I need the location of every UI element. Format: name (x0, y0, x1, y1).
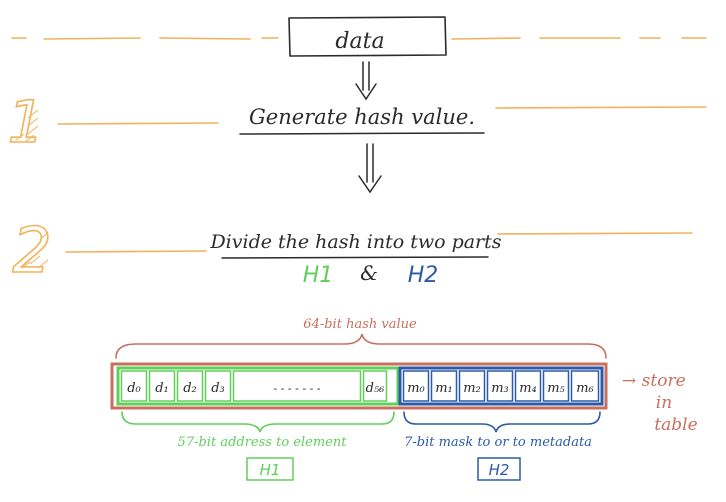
step-2-text: Divide the hash into two parts (209, 231, 501, 253)
h2-tag-box (477, 457, 521, 481)
h1-cells: d₀ d₁ d₂ d₃ - - - - - - - d₅₆ (120, 370, 388, 402)
h2-segment-frame (398, 366, 604, 406)
h1-cell-3: d₃ (204, 370, 232, 402)
h1-cell-0-box (120, 370, 148, 402)
h2-cell-1: m₁ (430, 370, 458, 402)
store-note: → store in table (622, 371, 698, 435)
h1-cell-1: d₁ (148, 370, 176, 402)
h2-segment: m₀ m₁ m₂ m₃ m₄ m₅ m₆ (398, 366, 604, 406)
h2-cell-5-box (542, 370, 570, 402)
h1-cell-4: - - - - - - - (232, 370, 362, 402)
step-2-part-h2: H2 (408, 263, 439, 288)
hash-width-label: 64-bit hash value (303, 317, 417, 332)
step-1-underline (239, 132, 485, 135)
h1-cell-2-box (176, 370, 204, 402)
h1-cell-2-label: d₂ (183, 381, 197, 396)
h2-tag: H2 (489, 461, 510, 479)
store-note-line-1: → store (622, 371, 686, 391)
h2-brace (403, 411, 601, 433)
h2-cell-2-label: m₂ (463, 381, 481, 396)
hash-width-brace (115, 333, 607, 359)
h1-cell-3-label: d₃ (211, 381, 225, 396)
h2-cell-4-box (514, 370, 542, 402)
h1-brace (121, 411, 395, 433)
step-1: 1 Generate hash value. (7, 87, 707, 157)
h2-cells: m₀ m₁ m₂ m₃ m₄ m₅ m₆ (402, 370, 600, 402)
h1-cell-1-label: d₁ (155, 381, 169, 396)
h2-cell-5: m₅ (542, 370, 570, 402)
h1-tag-box (246, 457, 294, 481)
h1-segment: d₀ d₁ d₂ d₃ - - - - - - - d₅₆ (116, 366, 400, 406)
h1-cell-0-label: d₀ (127, 381, 141, 396)
h2-cell-6: m₆ (570, 370, 600, 402)
h1-cell-0: d₀ (120, 370, 148, 402)
step-2-right-guide (497, 232, 693, 235)
data-label: data (335, 29, 384, 54)
step-2-part-h1: H1 (303, 263, 334, 288)
step-2-number-hatching (21, 231, 49, 269)
h1-cell-2: d₂ (176, 370, 204, 402)
h2-cell-3-label: m₃ (491, 381, 509, 396)
step-1-right-guide (495, 106, 707, 109)
h1-cell-1-box (148, 370, 176, 402)
h2-cell-1-box (430, 370, 458, 402)
h1-cell-3-box (204, 370, 232, 402)
h2-description: 7-bit mask to or to metadata (404, 435, 592, 450)
h2-cell-0-label: m₀ (407, 381, 425, 396)
store-note-line-2: in (656, 393, 672, 413)
h2-cell-6-label: m₆ (576, 381, 594, 396)
step-2-ampersand: & (360, 261, 378, 285)
h1-description: 57-bit address to element (178, 435, 348, 450)
h1-tag: H1 (260, 461, 281, 479)
h2-cell-6-box (570, 370, 600, 402)
h1-cell-4-label: - - - - - - - (274, 382, 321, 395)
data-input-box: data (288, 16, 447, 57)
h2-cell-2: m₂ (458, 370, 486, 402)
h1-cell-5: d₅₆ (362, 370, 388, 402)
h1-cell-5-box (362, 370, 388, 402)
h2-cell-4-label: m₄ (519, 381, 537, 396)
h2-cell-5-label: m₅ (547, 381, 565, 396)
double-arrow-down-1 (355, 61, 377, 101)
step-1-number: 1 (8, 88, 45, 156)
step-1-text: Generate hash value. (249, 105, 475, 129)
h1-cell-4-box (232, 370, 362, 402)
h1-cell-5-label: d₅₆ (366, 381, 385, 396)
h2-cell-4: m₄ (514, 370, 542, 402)
store-note-line-3: table (654, 415, 697, 435)
h2-cell-1-label: m₁ (435, 381, 453, 396)
h2-cell-3-box (486, 370, 514, 402)
hash-value-outline (110, 362, 608, 410)
h2-cell-0-box (402, 370, 430, 402)
h2-cell-0: m₀ (402, 370, 430, 402)
top-dashed-guide (11, 37, 707, 40)
h2-cell-2-box (458, 370, 486, 402)
step-1-number-hatching (15, 109, 39, 142)
step-1-left-guide (57, 122, 219, 125)
step-2-number: 2 (12, 214, 51, 287)
double-arrow-down-2 (358, 143, 382, 194)
h2-cell-3: m₃ (486, 370, 514, 402)
step-2-left-guide (65, 250, 207, 253)
step-2: 2 Divide the hash into two parts H1 & H2 (11, 213, 693, 288)
h1-segment-frame (116, 366, 400, 406)
step-2-underline (221, 256, 489, 259)
